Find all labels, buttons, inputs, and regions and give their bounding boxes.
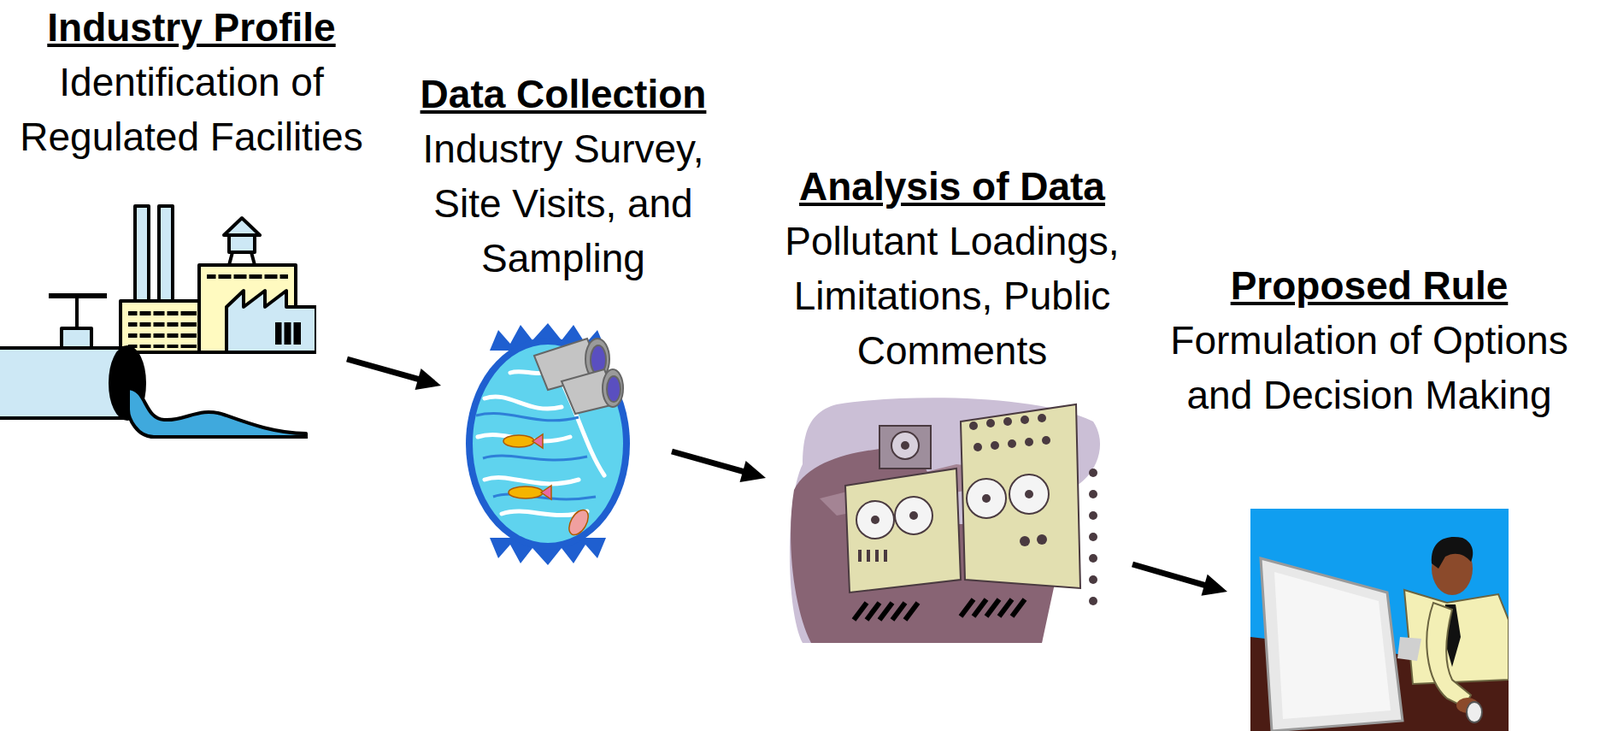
tape-console — [845, 404, 1098, 606]
flow-arrow — [671, 451, 766, 483]
stage-description: Industry Survey, Site Visits, and Sampli… — [400, 121, 726, 286]
factory — [120, 205, 317, 353]
arrow-head — [740, 460, 766, 483]
stage-node: Analysis of DataPollutant Loadings, Limi… — [768, 158, 1136, 643]
stage-heading: Proposed Rule — [1164, 258, 1575, 313]
pipe — [0, 295, 308, 437]
stage-node: Proposed RuleFormulation of Options and … — [1164, 258, 1575, 731]
arrow-line — [671, 451, 745, 472]
flow-arrow — [1132, 564, 1228, 596]
office-scene — [1250, 508, 1509, 731]
stage-text: Data CollectionIndustry Survey, Site Vis… — [400, 66, 726, 286]
arrow-line — [1132, 564, 1206, 586]
keyboards — [853, 599, 1025, 620]
person-at-computer-illustration — [1250, 508, 1509, 731]
stage-description: Pollutant Loadings, Limitations, Public … — [768, 213, 1136, 378]
stage-text: Analysis of DataPollutant Loadings, Limi… — [768, 158, 1136, 378]
arrow-line — [347, 358, 420, 380]
stage-description: Formulation of Options and Decision Maki… — [1164, 312, 1575, 423]
stage-node: Industry ProfileIdentification of Regula… — [0, 0, 371, 439]
factory-illustration — [0, 204, 317, 439]
stage-text: Proposed RuleFormulation of Options and … — [1164, 258, 1575, 423]
console-background — [789, 397, 1100, 643]
stage-heading: Data Collection — [400, 66, 726, 122]
stage-node: Data CollectionIndustry Survey, Site Vis… — [400, 66, 726, 567]
arrow-head — [415, 368, 442, 390]
outfall-pipes — [534, 338, 624, 414]
flow-arrow — [347, 358, 442, 390]
arrow-head — [1200, 574, 1228, 596]
stage-heading: Analysis of Data — [768, 158, 1136, 214]
stage-description: Identification of Regulated Facilities — [11, 54, 371, 165]
fish — [503, 434, 593, 538]
stage-text: Industry ProfileIdentification of Regula… — [11, 0, 371, 165]
stream-badge — [465, 323, 630, 565]
stage-heading: Industry Profile — [11, 0, 371, 55]
computer-console-illustration — [785, 395, 1107, 643]
outfall-illustration — [458, 321, 638, 567]
